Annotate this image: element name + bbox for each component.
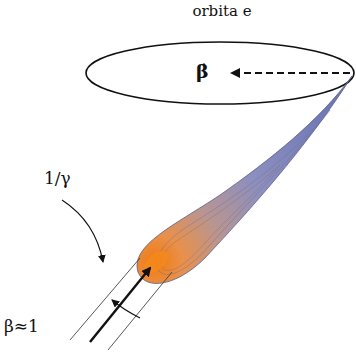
cone-line	[70, 258, 140, 340]
angle-arrow	[62, 200, 103, 262]
velocity-arrow	[90, 268, 150, 342]
velocity-label: β≈1	[4, 318, 39, 335]
orbit-label: orbita e	[192, 4, 251, 19]
cone-line	[108, 272, 172, 350]
lobe-contour	[157, 110, 330, 274]
acceleration-arrow	[232, 72, 350, 74]
acceleration-label: β̇	[196, 62, 209, 81]
radiation-lobe	[137, 76, 352, 283]
angle-arrow	[112, 300, 140, 318]
lobe-contour	[161, 165, 280, 270]
orbit-ellipse	[86, 42, 354, 104]
angle-label: 1/γ	[44, 170, 71, 187]
